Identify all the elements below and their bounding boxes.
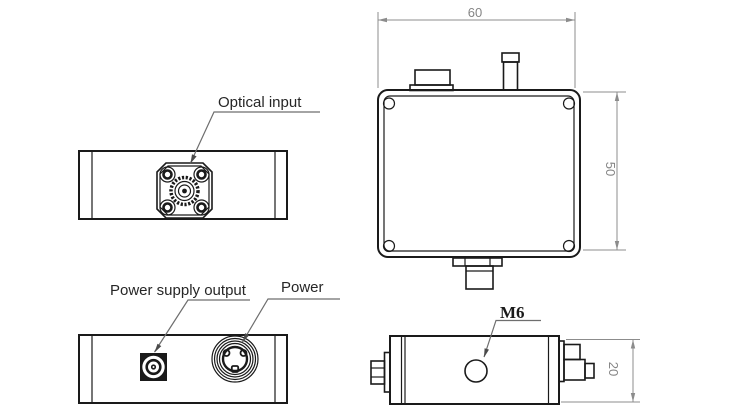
device-body-outline xyxy=(389,335,560,405)
dim-height-value: 50 xyxy=(603,162,618,176)
m6-leader-line xyxy=(483,319,541,358)
fc-optical-connector xyxy=(156,162,213,219)
view-mount-side: M6 20 xyxy=(370,303,640,405)
dim-depth-value: 20 xyxy=(606,362,621,376)
enclosure-outline xyxy=(377,89,581,258)
power-supply-output-label: Power supply output xyxy=(110,282,247,299)
power-connector-top-view xyxy=(409,69,454,92)
leader-arrowhead xyxy=(154,343,162,353)
leader-arrowhead xyxy=(190,154,197,164)
connector-pin xyxy=(222,349,231,357)
connector-flange-outer xyxy=(156,162,213,219)
m6-label: M6 xyxy=(500,303,525,322)
optical-input-callout: Optical input xyxy=(189,94,320,164)
device-body-outline xyxy=(78,334,288,404)
enclosure-screw-holes xyxy=(382,97,576,253)
optical-input-label: Optical input xyxy=(218,94,302,111)
connector-keyway xyxy=(230,365,240,373)
dimension-height-50: 50 xyxy=(583,91,626,251)
power-supply-output-connector xyxy=(140,353,167,381)
dimension-width-60: 60 xyxy=(377,5,576,88)
output-connector-top-view xyxy=(501,52,520,91)
enclosure-inner-wall xyxy=(383,95,575,252)
fc-connector-barrel xyxy=(169,175,200,207)
m6-mounting-hole xyxy=(464,359,488,383)
flange-screw-holes xyxy=(159,166,210,216)
rear-connectors-side-view xyxy=(558,340,595,383)
optical-input-leader-line xyxy=(189,111,320,164)
power-label: Power xyxy=(281,279,324,296)
leader-arrowhead xyxy=(484,348,489,358)
view-optical-side: Optical input xyxy=(78,94,320,220)
power-supply-output-leader-line xyxy=(153,299,250,353)
m6-callout: M6 xyxy=(483,303,541,358)
device-body-outline xyxy=(78,150,288,220)
optical-connector-side-view xyxy=(370,351,391,393)
dim-width-value: 60 xyxy=(468,5,482,20)
power-supply-output-callout: Power supply output xyxy=(110,282,250,353)
power-callout: Power xyxy=(241,279,340,343)
power-connector xyxy=(211,335,259,383)
view-power-side: Power supply output Power xyxy=(78,279,340,404)
view-top: 60 50 xyxy=(377,5,626,290)
leader-arrowhead xyxy=(242,333,250,342)
connector-pin xyxy=(239,349,248,357)
optical-connector-top-view xyxy=(452,257,503,290)
dimension-height-20: 20 xyxy=(561,339,640,403)
power-leader-line xyxy=(241,298,340,343)
